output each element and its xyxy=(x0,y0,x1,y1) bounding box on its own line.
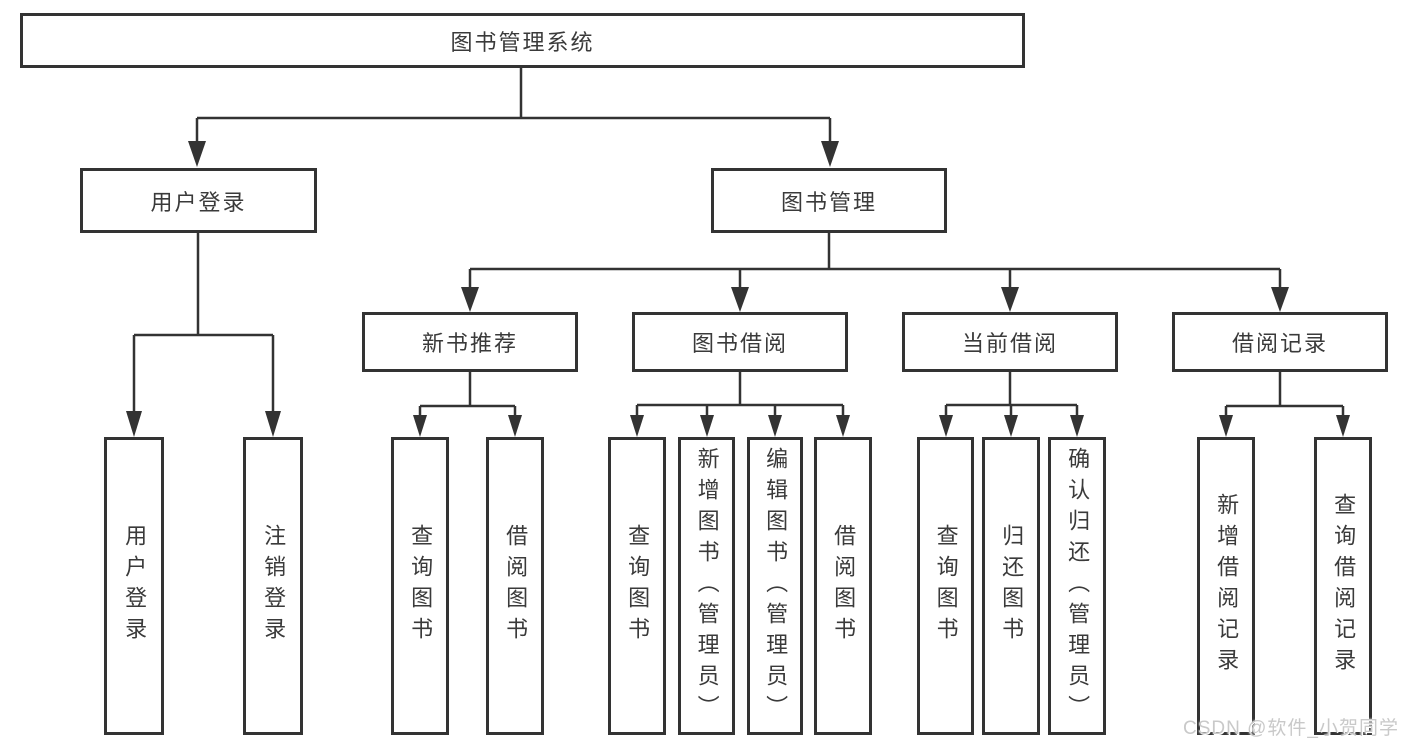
node-root: 图书管理系统 xyxy=(20,13,1025,68)
node-new-book-recommend: 新书推荐 xyxy=(362,312,578,372)
leaf-add-books-admin-label: 新增图书（管理员） xyxy=(694,446,720,726)
node-book-management: 图书管理 xyxy=(711,168,947,233)
leaf-borrow-books-recommend-label: 借阅图书 xyxy=(503,524,529,648)
leaf-query-books-borrowing: 查询图书 xyxy=(608,437,666,735)
leaf-return-books: 归还图书 xyxy=(982,437,1040,735)
leaf-confirm-return-admin: 确认归还（管理员） xyxy=(1048,437,1106,735)
leaf-query-books-recommend: 查询图书 xyxy=(391,437,449,735)
leaf-add-books-admin: 新增图书（管理员） xyxy=(678,437,735,735)
node-book-borrowing: 图书借阅 xyxy=(632,312,848,372)
edge-book-management-to-level3 xyxy=(461,233,1289,312)
leaf-add-borrow-record-label: 新增借阅记录 xyxy=(1214,493,1240,679)
leaf-user-login-label: 用户登录 xyxy=(122,524,148,648)
leaf-query-books-recommend-label: 查询图书 xyxy=(408,524,434,648)
leaf-query-books-current: 查询图书 xyxy=(917,437,974,735)
leaf-query-borrow-record: 查询借阅记录 xyxy=(1314,437,1372,735)
node-user-login: 用户登录 xyxy=(80,168,317,233)
edge-current-borrowing-to-leaves xyxy=(939,372,1084,437)
leaf-borrow-books-recommend: 借阅图书 xyxy=(486,437,544,735)
leaf-return-books-label: 归还图书 xyxy=(999,524,1025,648)
edge-new-book-recommend-to-leaves xyxy=(413,372,522,437)
leaf-query-borrow-record-label: 查询借阅记录 xyxy=(1331,493,1357,679)
leaf-confirm-return-admin-label: 确认归还（管理员） xyxy=(1065,446,1091,726)
leaf-edit-books-admin: 编辑图书（管理员） xyxy=(747,437,803,735)
leaf-query-books-current-label: 查询图书 xyxy=(933,524,959,648)
leaf-borrow-books-borrowing: 借阅图书 xyxy=(814,437,872,735)
node-borrowing-records: 借阅记录 xyxy=(1172,312,1388,372)
watermark: CSDN @软件_小贺同学 xyxy=(1183,718,1399,739)
leaf-user-login: 用户登录 xyxy=(104,437,164,735)
leaf-borrow-books-borrowing-label: 借阅图书 xyxy=(831,524,857,648)
edge-root-to-level2 xyxy=(188,68,839,167)
leaf-edit-books-admin-label: 编辑图书（管理员） xyxy=(763,446,789,726)
leaf-logout-label: 注销登录 xyxy=(261,524,287,648)
edge-book-borrowing-to-leaves xyxy=(630,372,850,437)
leaf-query-books-borrowing-label: 查询图书 xyxy=(625,524,651,648)
edge-user-login-to-leaves xyxy=(126,233,281,437)
edge-borrowing-records-to-leaves xyxy=(1219,372,1350,437)
leaf-add-borrow-record: 新增借阅记录 xyxy=(1197,437,1255,735)
node-current-borrowing: 当前借阅 xyxy=(902,312,1118,372)
leaf-logout: 注销登录 xyxy=(243,437,303,735)
